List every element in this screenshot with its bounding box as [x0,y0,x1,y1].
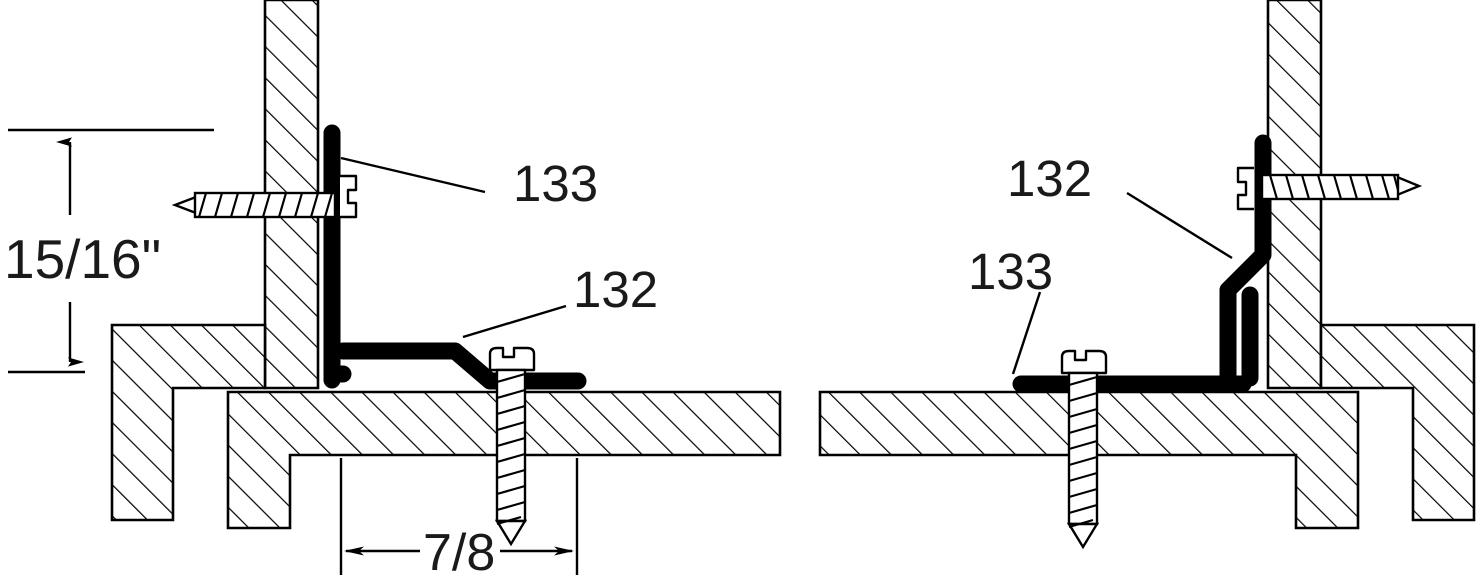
horizontal-dimension-label: 7/8 [423,524,495,582]
left-profile-132 [323,342,587,390]
left-leader-132 [462,304,567,339]
vertical-dimension-label: 15/16" [4,228,161,290]
right-profile-133 [1012,286,1259,393]
left-view [8,0,782,575]
left-floor-slab [226,390,782,530]
right-upper-ledge [1319,323,1476,522]
right-leader-133 [1011,291,1042,375]
right-vertical-screw [1060,349,1108,550]
left-horizontal-screw [171,191,337,219]
left-callout-132-label: 132 [573,261,658,318]
right-view [818,0,1476,550]
left-clip-outline-upper [340,174,358,219]
right-callout-132-label: 132 [1007,150,1092,207]
left-upper-ledge [110,323,267,522]
right-floor-slab [818,390,1360,530]
right-leader-132 [1126,191,1233,260]
left-leader-133 [340,156,486,194]
left-horizontal-dimension [339,458,579,575]
right-callout-133-label: 133 [968,243,1053,300]
right-clip-outline-upper [1236,166,1254,211]
right-horizontal-screw [1260,173,1423,201]
left-vertical-screw [488,346,536,547]
left-callout-133-label: 133 [513,155,598,212]
left-vertical-dimension [8,128,214,374]
